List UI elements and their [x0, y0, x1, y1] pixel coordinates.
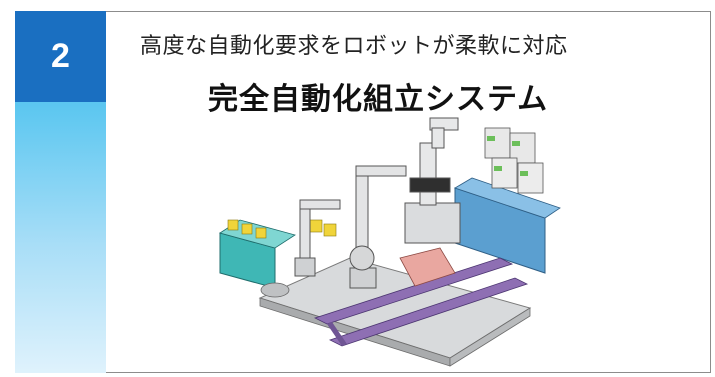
robot-arm-middle: [349, 165, 407, 289]
yellow-bins: [227, 219, 337, 239]
robot-base-round: [260, 282, 290, 298]
page-title: 完全自動化組立システム: [208, 82, 549, 117]
base-platform-side: [449, 307, 531, 367]
assembly-system-illustration: [219, 117, 561, 367]
robot-arm-left: [294, 199, 341, 277]
parts-racks: [484, 127, 544, 194]
robot-arm-large: [404, 117, 461, 244]
section-number-badge: 2: [15, 11, 106, 102]
conveyor-rails: [313, 257, 529, 347]
blue-enclosure-top: [454, 177, 561, 219]
pink-station: [399, 247, 456, 287]
section-number: 2: [51, 37, 70, 75]
subtitle: 高度な自動化要求をロボットが柔軟に対応: [140, 34, 568, 59]
